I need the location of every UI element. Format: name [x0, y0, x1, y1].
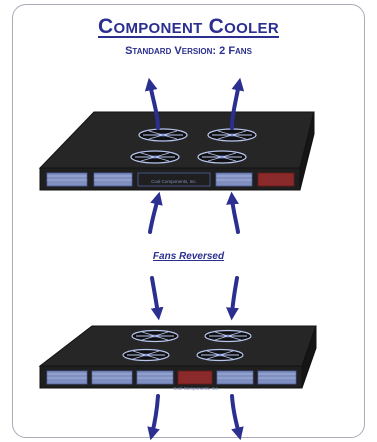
bottom-intake-arrows — [150, 276, 239, 321]
bottom-cooler-unit: Cool Components, Inc. — [38, 325, 317, 391]
top-fan-3-icon — [130, 150, 180, 164]
up-arrow-icon — [230, 77, 245, 130]
top-cooler-unit: Cool Components, Inc. — [38, 111, 315, 191]
down-arrow-icon — [230, 394, 244, 441]
down-arrow-icon — [150, 276, 164, 321]
top-fan-4-icon — [197, 150, 247, 164]
bottom-device-label: Cool Components, Inc. — [173, 386, 219, 391]
bottom-fan-1-icon — [131, 329, 179, 343]
top-device-label: Cool Components, Inc. — [151, 179, 197, 184]
diagram-subtitle: Standard Version: 2 Fans — [125, 45, 252, 57]
top-exhaust-arrows — [144, 77, 245, 130]
down-arrow-icon — [226, 276, 239, 321]
diagram-title: Component Cooler — [98, 15, 279, 38]
up-arrow-icon — [144, 77, 160, 130]
fans-reversed-label: Fans Reversed — [152, 251, 225, 262]
top-fan-1-icon — [138, 128, 188, 142]
bottom-fan-3-icon — [122, 348, 170, 362]
bottom-exhaust-arrows — [147, 394, 244, 441]
top-vent-slots — [46, 172, 295, 187]
bottom-fan-4-icon — [196, 348, 244, 362]
top-fan-2-icon — [207, 128, 257, 142]
bottom-vent-slots — [46, 370, 297, 385]
up-arrow-icon — [226, 191, 240, 234]
up-arrow-icon — [148, 191, 163, 234]
down-arrow-icon — [147, 394, 160, 441]
top-intake-arrows — [148, 191, 240, 234]
bottom-fan-2-icon — [204, 329, 252, 343]
